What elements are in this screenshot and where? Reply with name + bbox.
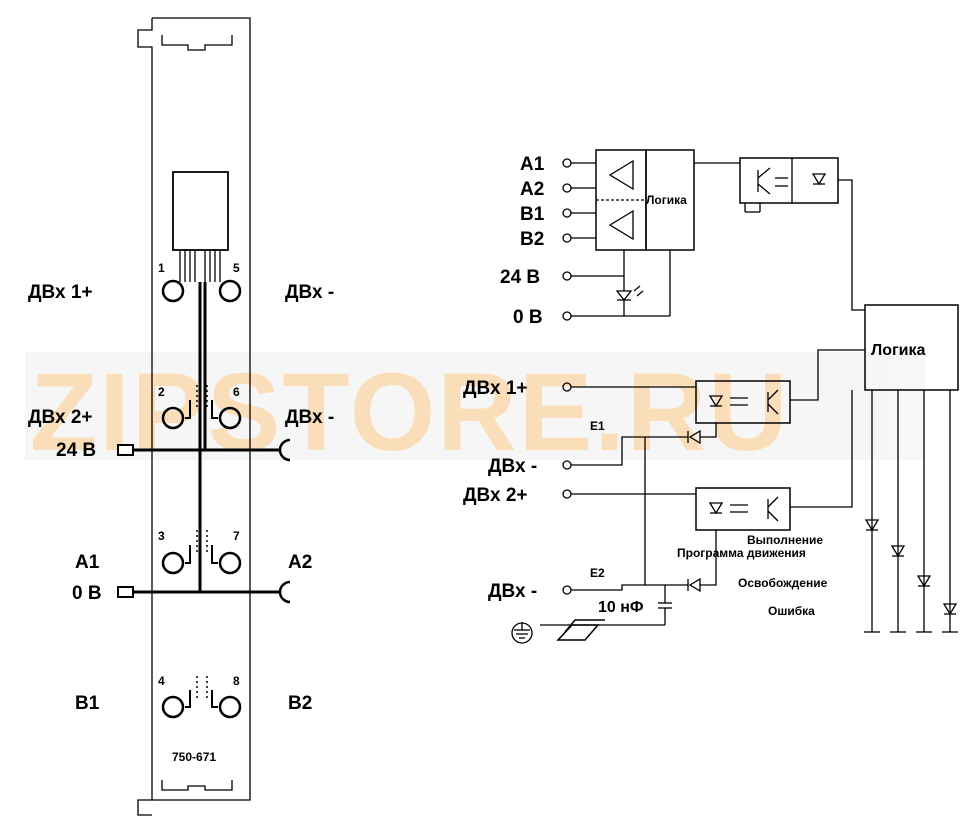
schematic [511,149,959,644]
module-housing [117,17,291,816]
sch-label-din1-plus: ДВх 1+ [463,378,528,399]
sch-label-din2-minus: ДВх - [488,581,537,602]
status-error: Ошибка [768,604,815,618]
main-logic-label: Логика [871,342,926,359]
label-a1: A1 [75,552,100,573]
terminal-4 [161,695,185,719]
led-block [172,171,229,251]
pin-7: 7 [233,529,240,543]
watermark-text: ZIPSTORE.RU [30,351,790,474]
sch-label-0v: 0 В [513,307,543,328]
terminal-3 [161,551,185,575]
status-release: Освобождение [738,576,828,590]
label-din-minus-2: ДВх - [285,407,334,428]
terminal-24v [117,444,134,456]
watermark: ZIPSTORE.RU [25,351,925,474]
status-run: Выполнение [747,533,823,547]
label-e1: E1 [590,419,605,433]
label-din2-plus: ДВх 2+ [28,407,93,428]
terminal-7 [218,551,242,575]
sch-label-b1: B1 [520,204,545,225]
terminal-1 [161,279,185,303]
sch-label-din1-minus: ДВх - [488,456,537,477]
pin-1: 1 [158,261,165,275]
sch-label-a1: A1 [520,154,545,175]
terminal-6 [218,406,242,430]
terminal-5 [218,279,242,303]
sch-label-a2: A2 [520,179,544,200]
sch-label-24v: 24 В [500,267,540,288]
sch-label-din2-plus: ДВх 2+ [463,485,528,506]
label-24v: 24 В [56,440,96,461]
terminal-2 [161,406,185,430]
pin-5: 5 [233,261,240,275]
label-a2: A2 [288,552,312,573]
pin-4: 4 [158,674,165,688]
pin-3: 3 [158,529,165,543]
part-number: 750-671 [172,750,216,764]
label-b2: B2 [288,693,312,714]
label-0v: 0 В [72,583,102,604]
terminal-0v [117,586,134,598]
label-e2: E2 [590,566,605,580]
status-motion-program: Программа движения [677,546,806,560]
label-b1: B1 [75,693,100,714]
label-din1-plus: ДВх 1+ [28,282,93,303]
sch-label-b2: B2 [520,229,544,250]
label-din-minus-1: ДВх - [285,282,334,303]
terminal-8 [218,695,242,719]
encoder-logic-label: Логика [646,193,687,207]
pin-6: 6 [233,385,240,399]
capacitor-label: 10 нФ [598,599,644,616]
pin-2: 2 [158,385,165,399]
pin-8: 8 [233,674,240,688]
